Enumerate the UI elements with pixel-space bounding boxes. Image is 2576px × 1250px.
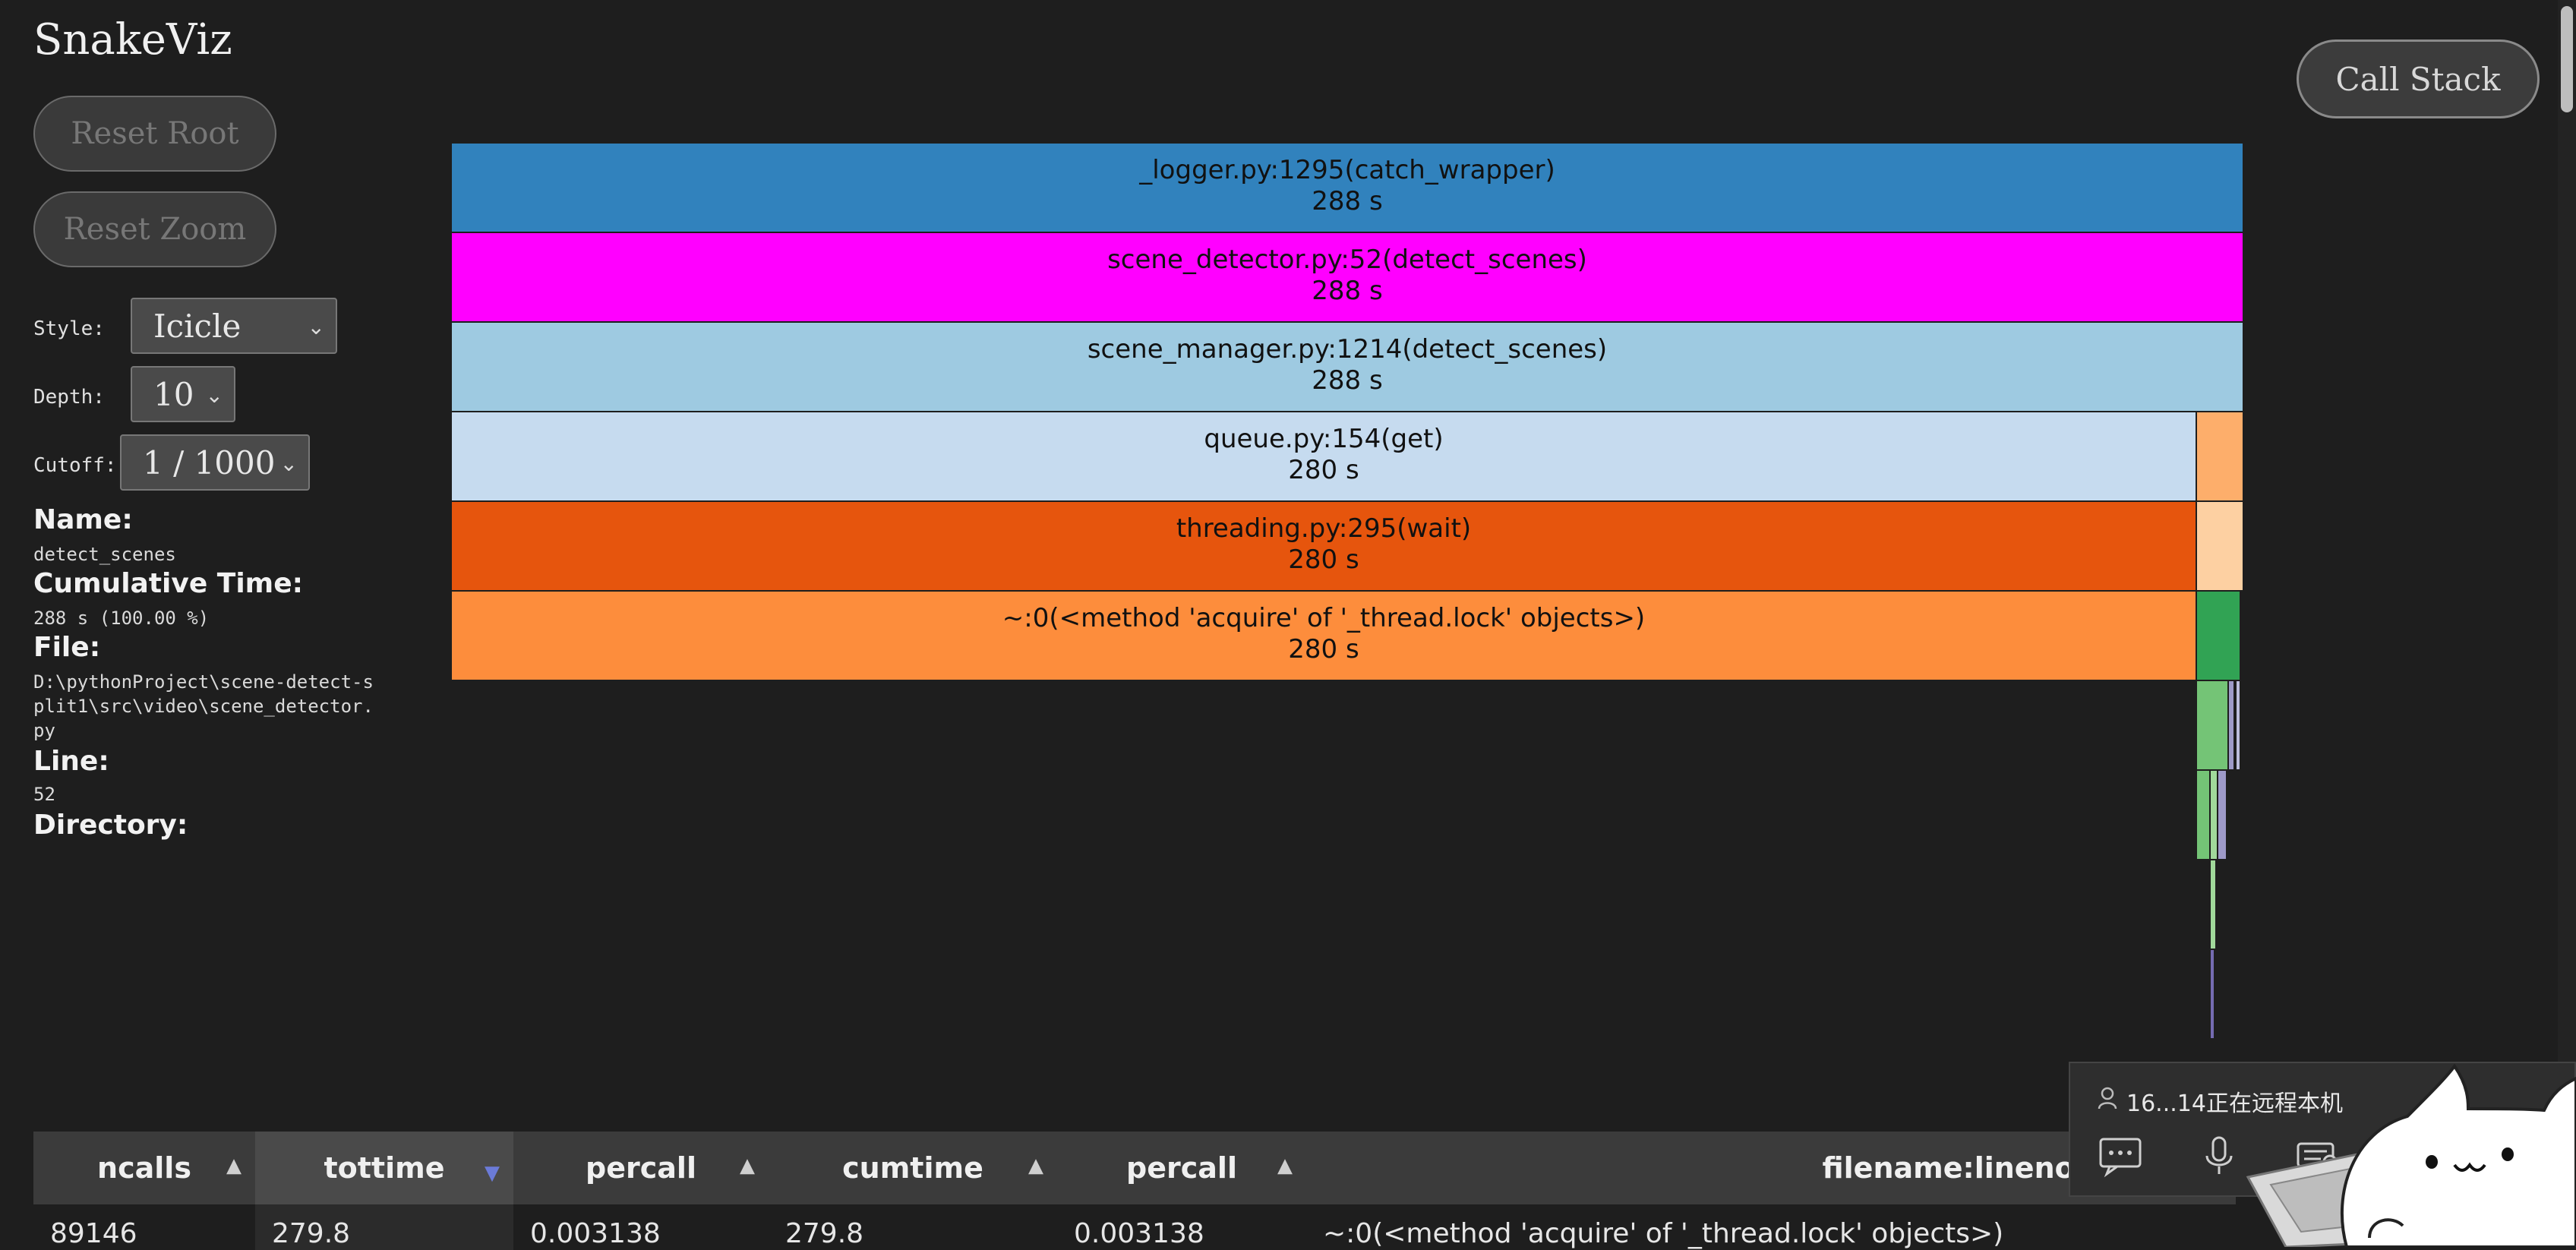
icicle-bar[interactable] <box>450 411 2197 502</box>
icicle-bar[interactable] <box>450 142 2244 233</box>
info-line-value: 52 <box>33 784 55 805</box>
icicle-bar-label: scene_detector.py:52(detect_scenes) <box>1107 245 1587 275</box>
cell-ncalls: 89146 <box>50 1218 137 1249</box>
app-title: SnakeViz <box>33 15 232 65</box>
icicle-bar-label: scene_manager.py:1214(detect_scenes) <box>1088 334 1607 365</box>
info-directory-label: Directory: <box>33 810 188 841</box>
style-label: Style: <box>33 317 105 340</box>
stats-table: ncalls ▲ tottime ▼ percall ▲ cumtime ▲ p… <box>33 1132 2236 1250</box>
person-icon <box>2098 1087 2117 1116</box>
icicle-bar[interactable] <box>450 321 2244 412</box>
column-header-label: percall <box>1126 1151 1237 1185</box>
chevron-down-icon: ⌄ <box>307 314 325 339</box>
remote-status-text: 16...14正在远程本机 <box>2126 1091 2343 1117</box>
info-file-value: D:\pythonProject\scene-detect-split1\src… <box>33 671 374 741</box>
sort-icon: ▲ <box>740 1154 755 1177</box>
info-file-label: File: <box>33 632 101 663</box>
cat-mascot-image <box>2246 1063 2576 1247</box>
column-header-percall-cum[interactable]: percall ▲ <box>1057 1132 1306 1204</box>
column-header-label: percall <box>586 1151 696 1185</box>
style-select-value: Icicle <box>153 307 242 345</box>
icicle-bar-time: 288 s <box>1312 186 1382 216</box>
scrollbar-thumb[interactable] <box>2561 6 2573 112</box>
cutoff-label: Cutoff: <box>33 454 117 477</box>
icicle-bar-time: 288 s <box>1312 276 1382 306</box>
icicle-chart[interactable]: _logger.py:1295(catch_wrapper)288 sscene… <box>0 0 2576 1078</box>
depth-select-value: 10 <box>153 375 194 413</box>
depth-select[interactable]: 10 ⌄ <box>131 366 235 422</box>
icicle-bar-small[interactable] <box>2196 500 2244 592</box>
info-cumtime-label: Cumulative Time: <box>33 568 304 599</box>
column-header-label: tottime <box>324 1151 445 1185</box>
column-header-tottime[interactable]: tottime ▼ <box>255 1132 513 1204</box>
info-cumtime-value: 288 s (100.00 %) <box>33 608 210 629</box>
remote-status: 16...14正在远程本机 <box>2098 1084 2343 1118</box>
icicle-bar-time: 280 s <box>1288 634 1359 664</box>
icicle-bar-time: 280 s <box>1288 455 1359 485</box>
reset-root-button[interactable]: Reset Root <box>33 96 276 172</box>
reset-zoom-button[interactable]: Reset Zoom <box>33 191 276 267</box>
icicle-bar-small[interactable] <box>2196 769 2211 860</box>
chevron-down-icon: ⌄ <box>279 451 298 476</box>
cutoff-select[interactable]: 1 / 1000 ⌄ <box>120 434 310 491</box>
info-name-label: Name: <box>33 504 133 535</box>
icicle-bar-small[interactable] <box>2196 590 2241 681</box>
call-stack-button[interactable]: Call Stack <box>2297 39 2540 118</box>
icicle-bar-small[interactable] <box>2209 949 2215 1040</box>
info-line-label: Line: <box>33 746 109 777</box>
sort-icon: ▲ <box>1277 1154 1293 1177</box>
table-row[interactable]: 89146 279.8 0.003138 279.8 0.003138 ~:0(… <box>33 1204 2236 1250</box>
icicle-bar-label: queue.py:154(get) <box>1204 424 1443 454</box>
icicle-bar-small[interactable] <box>2209 859 2217 950</box>
cell-percall-cum: 0.003138 <box>1074 1218 1204 1249</box>
sort-icon: ▲ <box>1028 1154 1043 1177</box>
icicle-bar[interactable] <box>450 232 2244 323</box>
icicle-bar-label: threading.py:295(wait) <box>1176 513 1471 544</box>
icicle-bar-small[interactable] <box>2227 680 2235 771</box>
chevron-down-icon: ⌄ <box>205 383 223 408</box>
cell-cumtime: 279.8 <box>785 1218 864 1249</box>
icicle-bar-time: 288 s <box>1312 365 1382 396</box>
icicle-bar-small[interactable] <box>2196 680 2229 771</box>
style-select[interactable]: Icicle ⌄ <box>131 298 337 354</box>
column-header-label: ncalls <box>97 1151 191 1185</box>
cutoff-select-value: 1 / 1000 <box>143 443 276 481</box>
microphone-icon[interactable] <box>2196 1133 2242 1179</box>
column-header-label: cumtime <box>842 1151 983 1185</box>
cell-filename: ~:0(<method 'acquire' of '_thread.lock' … <box>1323 1218 2004 1249</box>
icicle-bar-small[interactable] <box>2196 411 2244 502</box>
column-header-percall[interactable]: percall ▲ <box>513 1132 769 1204</box>
icicle-bar-time: 280 s <box>1288 545 1359 575</box>
column-header-ncalls[interactable]: ncalls ▲ <box>33 1132 255 1204</box>
cell-tottime: 279.8 <box>255 1204 513 1250</box>
icicle-bar-small[interactable] <box>2209 769 2218 860</box>
icicle-bar[interactable] <box>450 500 2197 592</box>
sort-descending-icon: ▼ <box>485 1162 500 1185</box>
icicle-bar-label: ~:0(<method 'acquire' of '_thread.lock' … <box>1002 603 1645 633</box>
cell-percall: 0.003138 <box>530 1218 661 1249</box>
info-name-value: detect_scenes <box>33 544 176 565</box>
page-scrollbar[interactable] <box>2558 0 2576 1247</box>
icicle-bar-label: _logger.py:1295(catch_wrapper) <box>1138 155 1555 185</box>
icicle-bar-small[interactable] <box>2217 769 2227 860</box>
chat-icon[interactable] <box>2098 1133 2143 1179</box>
sort-icon: ▲ <box>226 1154 242 1177</box>
column-header-cumtime[interactable]: cumtime ▲ <box>769 1132 1057 1204</box>
icicle-bar-small[interactable] <box>2235 680 2241 771</box>
table-header-row: ncalls ▲ tottime ▼ percall ▲ cumtime ▲ p… <box>33 1132 2236 1204</box>
depth-label: Depth: <box>33 386 105 409</box>
